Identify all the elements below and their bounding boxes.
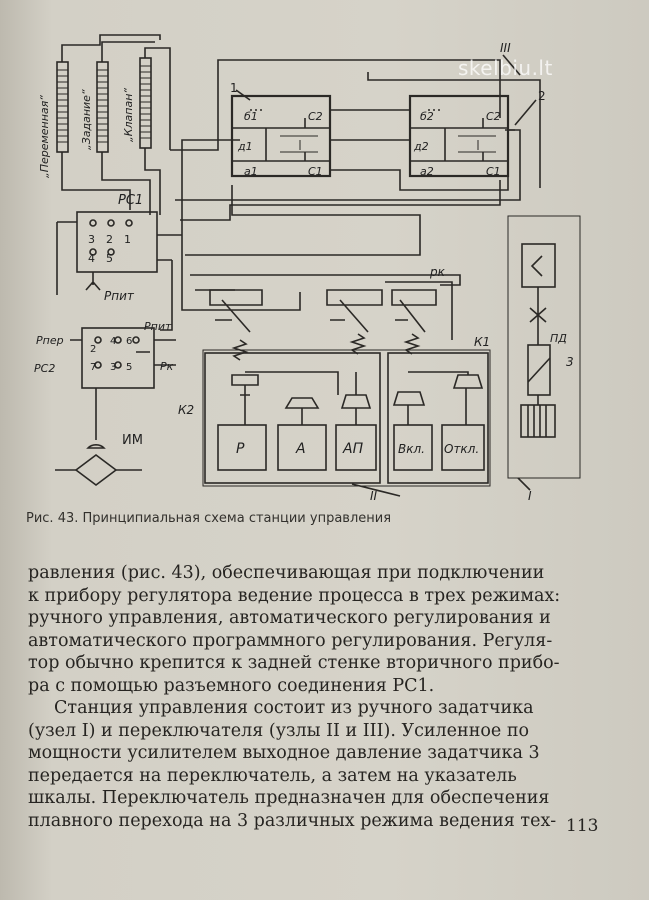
p-pit-label-1: Рпит bbox=[104, 289, 135, 303]
relay2-a: а2 bbox=[420, 165, 434, 178]
pd-label: ПД bbox=[550, 332, 567, 345]
text-line: передается на переключатель, а затем на … bbox=[28, 765, 517, 786]
pk-label-top: рк bbox=[429, 265, 446, 279]
text-line: мощности усилителем выходное давление за… bbox=[28, 743, 540, 763]
figure-caption: Рис. 43. Принципиальная схема станции уп… bbox=[26, 511, 392, 526]
rc2-terminal-5: 5 bbox=[126, 362, 132, 373]
text-line: к прибору регулятора ведение процесса в … bbox=[28, 585, 561, 606]
node-2-label: 2 bbox=[538, 89, 546, 103]
rc1-terminal-1: 1 bbox=[124, 233, 131, 246]
button-off: Откл. bbox=[444, 442, 479, 456]
im-label: ИМ bbox=[122, 433, 143, 448]
text-line: равления (рис. 43), обеспечивающая при п… bbox=[28, 563, 545, 583]
label-setpoint: „Задание“ bbox=[80, 89, 93, 150]
button-a: А bbox=[295, 441, 306, 457]
watermark: skelbiu.lt bbox=[458, 56, 553, 80]
control-station-diagram: „Переменная“ „Задание“ „Клапан“ РС1 3 2 … bbox=[34, 34, 581, 503]
unit-II-label: II bbox=[370, 489, 378, 503]
rc2-terminal-4: 4 bbox=[110, 336, 116, 347]
button-ap: АП bbox=[342, 441, 364, 457]
node-1-label: 1 bbox=[230, 81, 238, 95]
relay1-a: а1 bbox=[244, 165, 258, 178]
rc2-terminal-2: 2 bbox=[90, 344, 96, 355]
p-pit-label-2: Рпит bbox=[144, 320, 172, 333]
relay2-c2: С2 bbox=[486, 110, 501, 123]
text-line: автоматического программного регулирован… bbox=[28, 630, 553, 651]
text-line: шкалы. Переключатель предназначен для об… bbox=[28, 788, 550, 808]
relay1-d: д1 bbox=[237, 140, 253, 153]
p-per-label: Рпер bbox=[36, 334, 64, 347]
relay1-c1: С1 bbox=[308, 165, 323, 178]
text-line: плавного перехода на 3 различных режима … bbox=[28, 810, 557, 831]
unit-III-label: III bbox=[500, 41, 511, 55]
rc2-terminal-3: 3 bbox=[110, 362, 116, 373]
paragraph-2: Станция управления состоит из ручного за… bbox=[28, 697, 628, 832]
paragraph-1: равления (рис. 43), обеспечивающая при п… bbox=[28, 562, 628, 697]
rc1-terminal-4: 4 bbox=[88, 252, 95, 265]
rc1-label: РС1 bbox=[118, 193, 143, 208]
text-line: тор обычно крепится к задней стенке втор… bbox=[28, 653, 560, 673]
pk-label-left: Рк bbox=[160, 360, 174, 373]
unit-I-label: I bbox=[528, 489, 532, 503]
rc1-terminal-2: 2 bbox=[106, 233, 113, 246]
body-text: равления (рис. 43), обеспечивающая при п… bbox=[28, 562, 628, 832]
rc2-terminal-6: 6 bbox=[126, 336, 132, 347]
relay1-b: б1 bbox=[244, 110, 258, 123]
k1-label: К1 bbox=[474, 335, 490, 349]
text-line: ра с помощью разъемного соединения РС1. bbox=[28, 675, 435, 696]
node-3-label: 3 bbox=[566, 355, 574, 369]
relay2-c1: С1 bbox=[486, 165, 501, 178]
text-line: ручного управления, автоматического регу… bbox=[28, 608, 551, 628]
k2-label: К2 bbox=[178, 403, 194, 417]
button-on: Вкл. bbox=[398, 442, 425, 456]
rc1-terminal-5: 5 bbox=[106, 252, 113, 265]
relay2-b: б2 bbox=[420, 110, 434, 123]
label-variable: „Переменная“ bbox=[38, 95, 51, 178]
rc1-terminal-3: 3 bbox=[88, 233, 95, 246]
text-line: Станция управления состоит из ручного за… bbox=[54, 698, 534, 718]
relay1-c2: С2 bbox=[308, 110, 323, 123]
button-r: Р bbox=[236, 441, 245, 457]
page-number: 113 bbox=[566, 816, 599, 836]
rc2-label: РС2 bbox=[34, 362, 55, 375]
rc2-terminal-7: 7 bbox=[90, 362, 96, 373]
label-valve: „Клапан“ bbox=[122, 88, 135, 142]
relay2-d: д2 bbox=[413, 140, 429, 153]
text-line: (узел I) и переключателя (узлы II и III)… bbox=[28, 720, 530, 741]
